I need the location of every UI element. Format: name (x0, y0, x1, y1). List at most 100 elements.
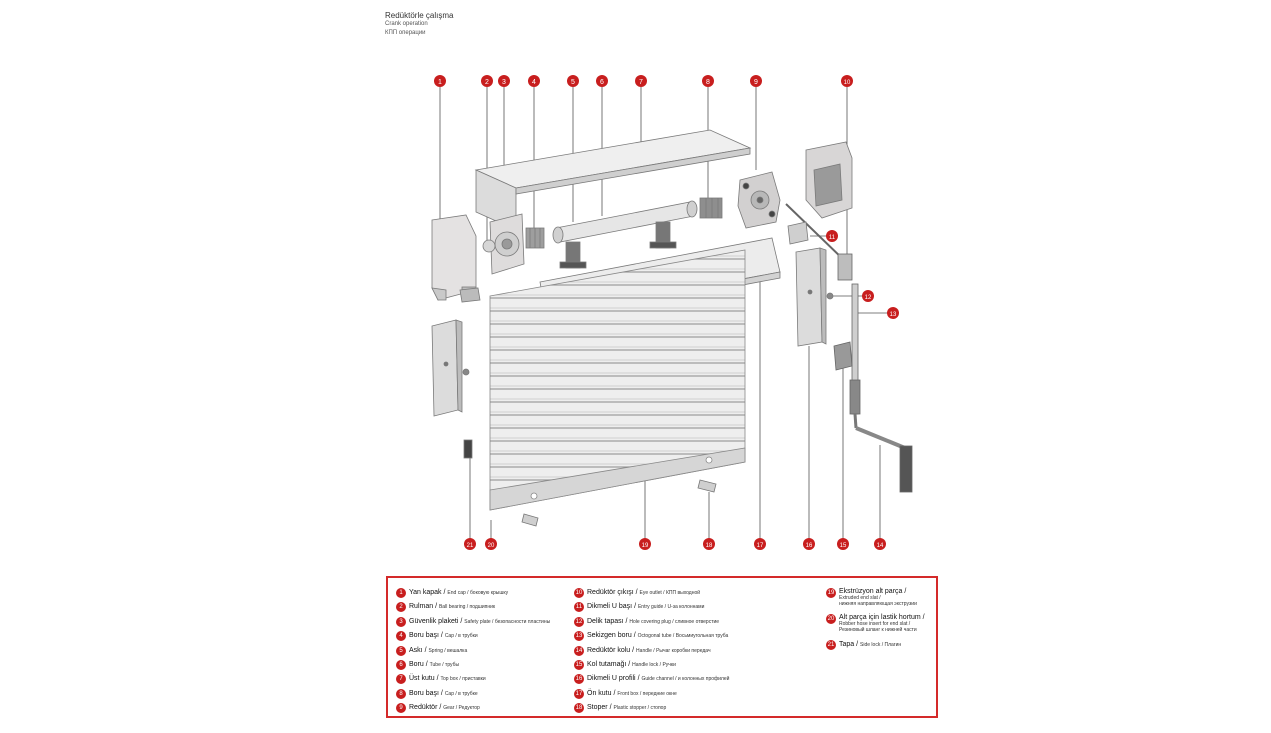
legend-name-en: Eye outlet (639, 590, 662, 596)
legend-name-ru: безопасности пластины (494, 618, 551, 625)
legend-separator: / (638, 690, 643, 697)
legend-separator: / (673, 676, 678, 683)
legend-name-en: Tube (429, 661, 441, 668)
legend-name-tr: Rulman (409, 603, 434, 611)
svg-text:11: 11 (829, 235, 836, 241)
svg-text:12: 12 (865, 295, 872, 301)
legend-number-badge: 19 (826, 588, 836, 598)
legend-name-en: Cap (444, 633, 454, 640)
legend-name-tr: Yan kapak (409, 589, 442, 596)
legend-text: Delik tapası / Hole covering plug / слив… (587, 617, 719, 627)
legend-name-en: Plastic stopper (613, 705, 647, 712)
legend-number-badge: 5 (396, 645, 406, 656)
end-cap-part (431, 214, 477, 301)
legend-name-en: Entry guide (637, 604, 664, 611)
legend-number-badge: 14 (574, 645, 584, 656)
legend-separator: / (440, 661, 446, 668)
title-russian: КПП операции (385, 30, 426, 36)
legend-name-en: Octogonal tube (637, 633, 672, 640)
legend-number-badge: 2 (396, 602, 406, 613)
legend-name-ru: стопор (650, 705, 667, 712)
legend-name-en: Spring (428, 647, 443, 654)
legend-name-ru: Рычаг коробки передач (656, 647, 711, 654)
legend-name-en: Ball bearing (438, 604, 466, 611)
legend-name-ru: приставки (462, 676, 486, 683)
callouts: 1 2 3 4 5 6 7 8 9 10 11 12 13 14 15 16 1… (434, 75, 899, 550)
legend-separator: / (670, 618, 676, 625)
legend-name-tr: Redüktör kolu (587, 646, 631, 654)
legend-separator: / (433, 603, 439, 611)
legend-text: Redüktör çıkışı / Eye outlet / КПП выход… (587, 588, 700, 598)
callout-11: 11 (826, 230, 838, 242)
legend-name-tr: Alt parça için lastik hortum / (839, 614, 925, 621)
callout-9: 9 (750, 75, 762, 87)
legend-separator: / (454, 705, 459, 712)
legend-separator: / (880, 642, 885, 648)
callout-16: 16 (803, 538, 815, 550)
legend-separator: / (663, 604, 668, 611)
legend-name-tr: Dikmeli U başı (587, 603, 633, 611)
cap-part (525, 227, 545, 249)
callout-5: 5 (567, 75, 579, 87)
legend-name-tr: Redüktör (409, 704, 438, 712)
legend-name-tr: Boru başı (409, 689, 439, 697)
plug-parts (521, 479, 717, 527)
legend-name-ru: нижняя направляющая экструзии (839, 601, 917, 607)
legend-name-en: Extruded end slat / (839, 595, 881, 601)
legend-text: Stoper / Plastic stopper / стопор (587, 703, 666, 713)
legend-separator: / (630, 646, 637, 654)
legend-number-badge: 3 (396, 616, 406, 627)
legend-text: Dikmeli U profili / Guide channel / и ко… (587, 674, 729, 684)
legend-number-badge: 21 (826, 640, 836, 650)
legend-text: Tapa / Side lock / Плагин (839, 640, 901, 650)
legend-number-badge: 16 (574, 674, 584, 685)
legend-separator: / (438, 632, 445, 640)
legend-separator: / (633, 589, 640, 596)
legend-text: Redüktör / Gear / Редуктор (409, 703, 480, 713)
legend-name-en: Gear (443, 705, 455, 712)
legend-name-en: Top box (440, 676, 459, 683)
legend-text: Dikmeli U başı / Entry guide / U-за коло… (587, 602, 704, 612)
legend-name-en: Handle lock (632, 661, 659, 668)
legend-name-en: Robber hose insert for end slat / (839, 621, 911, 627)
legend-name-tr: Tapa (839, 641, 855, 648)
left-guide-part (431, 287, 481, 459)
legend-separator: / (437, 704, 444, 712)
callout-20: 20 (485, 538, 497, 550)
legend-separator: / (632, 603, 638, 611)
legend-name-en: Handle (636, 647, 652, 654)
legend-name-ru: U-за колоннами (667, 604, 705, 611)
legend-separator: / (635, 675, 642, 683)
legend-text: Boru başı / Cap / в трубки (409, 631, 478, 641)
legend-name-ru: передние окне (642, 690, 677, 697)
legend-text: Üst kutu / Top box / приставки (409, 674, 486, 684)
svg-text:5: 5 (571, 79, 575, 86)
svg-text:15: 15 (840, 543, 847, 549)
legend-number-badge: 1 (396, 588, 406, 598)
callout-14: 14 (874, 538, 886, 550)
legend-separator: / (434, 675, 441, 683)
svg-text:17: 17 (757, 543, 764, 549)
legend-separator: / (651, 647, 657, 654)
legend-name-ru: сливное отверстие (675, 618, 720, 625)
callout-21: 21 (464, 538, 476, 550)
legend-separator: / (465, 604, 470, 611)
legend-separator: / (671, 633, 676, 640)
legend-name-tr: Stoper (587, 704, 608, 712)
